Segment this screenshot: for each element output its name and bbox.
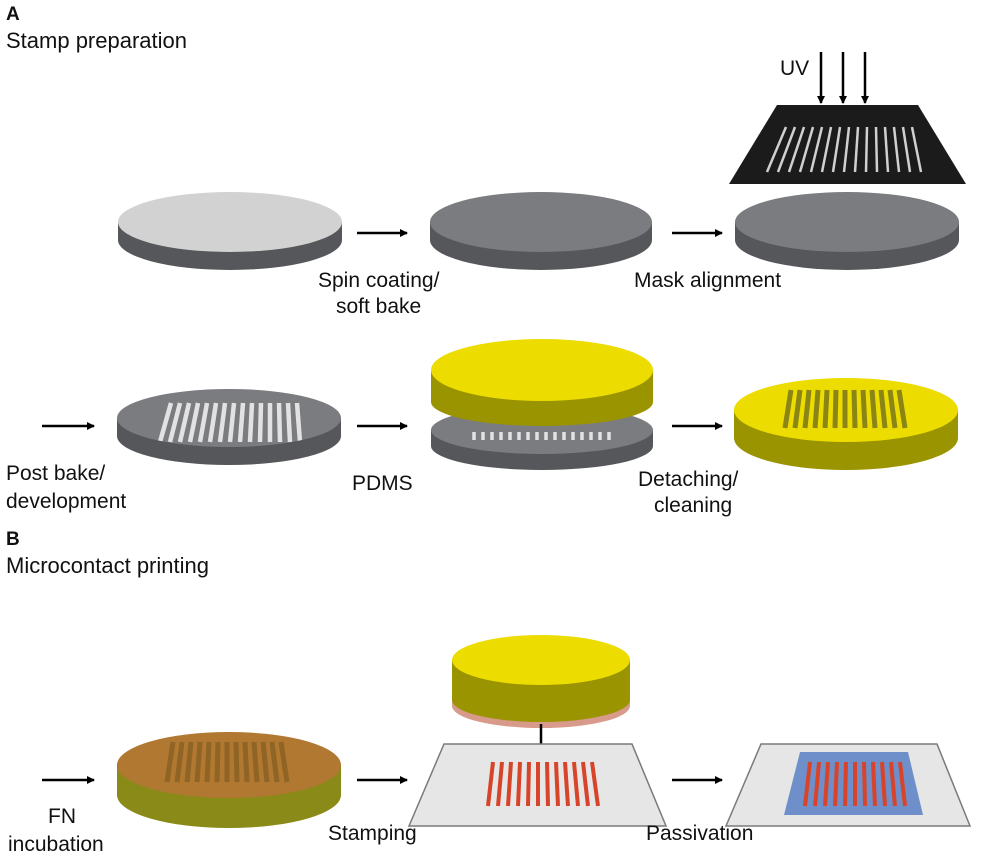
uv-arrows	[817, 52, 869, 104]
panel-a-letter: A	[6, 4, 20, 25]
label-stamping: Stamping	[328, 822, 417, 845]
label-detaching-line2: cleaning	[654, 494, 732, 517]
panel-a-title: Stamp preparation	[6, 28, 187, 53]
label-uv: UV	[780, 57, 809, 80]
label-spin-coating-line1: Spin coating/	[318, 269, 440, 292]
pdms-on-wafer	[431, 339, 653, 470]
photomask	[729, 105, 966, 184]
panel-b-letter: B	[6, 529, 20, 550]
stamp-above-substrate	[452, 635, 630, 728]
label-fn-line2: incubation	[8, 833, 104, 856]
label-passivation: Passivation	[646, 822, 753, 845]
label-fn-line1: FN	[48, 805, 76, 828]
bare-wafer	[118, 192, 342, 270]
printed-substrate	[407, 743, 668, 827]
aligned-wafer	[735, 192, 959, 270]
fn-coated-stamp	[117, 732, 341, 828]
label-post-bake-line1: Post bake/	[6, 462, 105, 485]
label-pdms: PDMS	[352, 472, 413, 495]
coated-wafer	[430, 192, 652, 270]
label-detaching-line1: Detaching/	[638, 468, 739, 491]
panel-b-title: Microcontact printing	[6, 553, 209, 578]
label-spin-coating-line2: soft bake	[336, 295, 421, 318]
label-mask-alignment: Mask alignment	[634, 269, 781, 292]
developed-wafer	[117, 389, 341, 465]
label-post-bake-line2: development	[6, 490, 126, 513]
pdms-stamp	[734, 378, 958, 470]
passivated-substrate	[724, 743, 972, 827]
